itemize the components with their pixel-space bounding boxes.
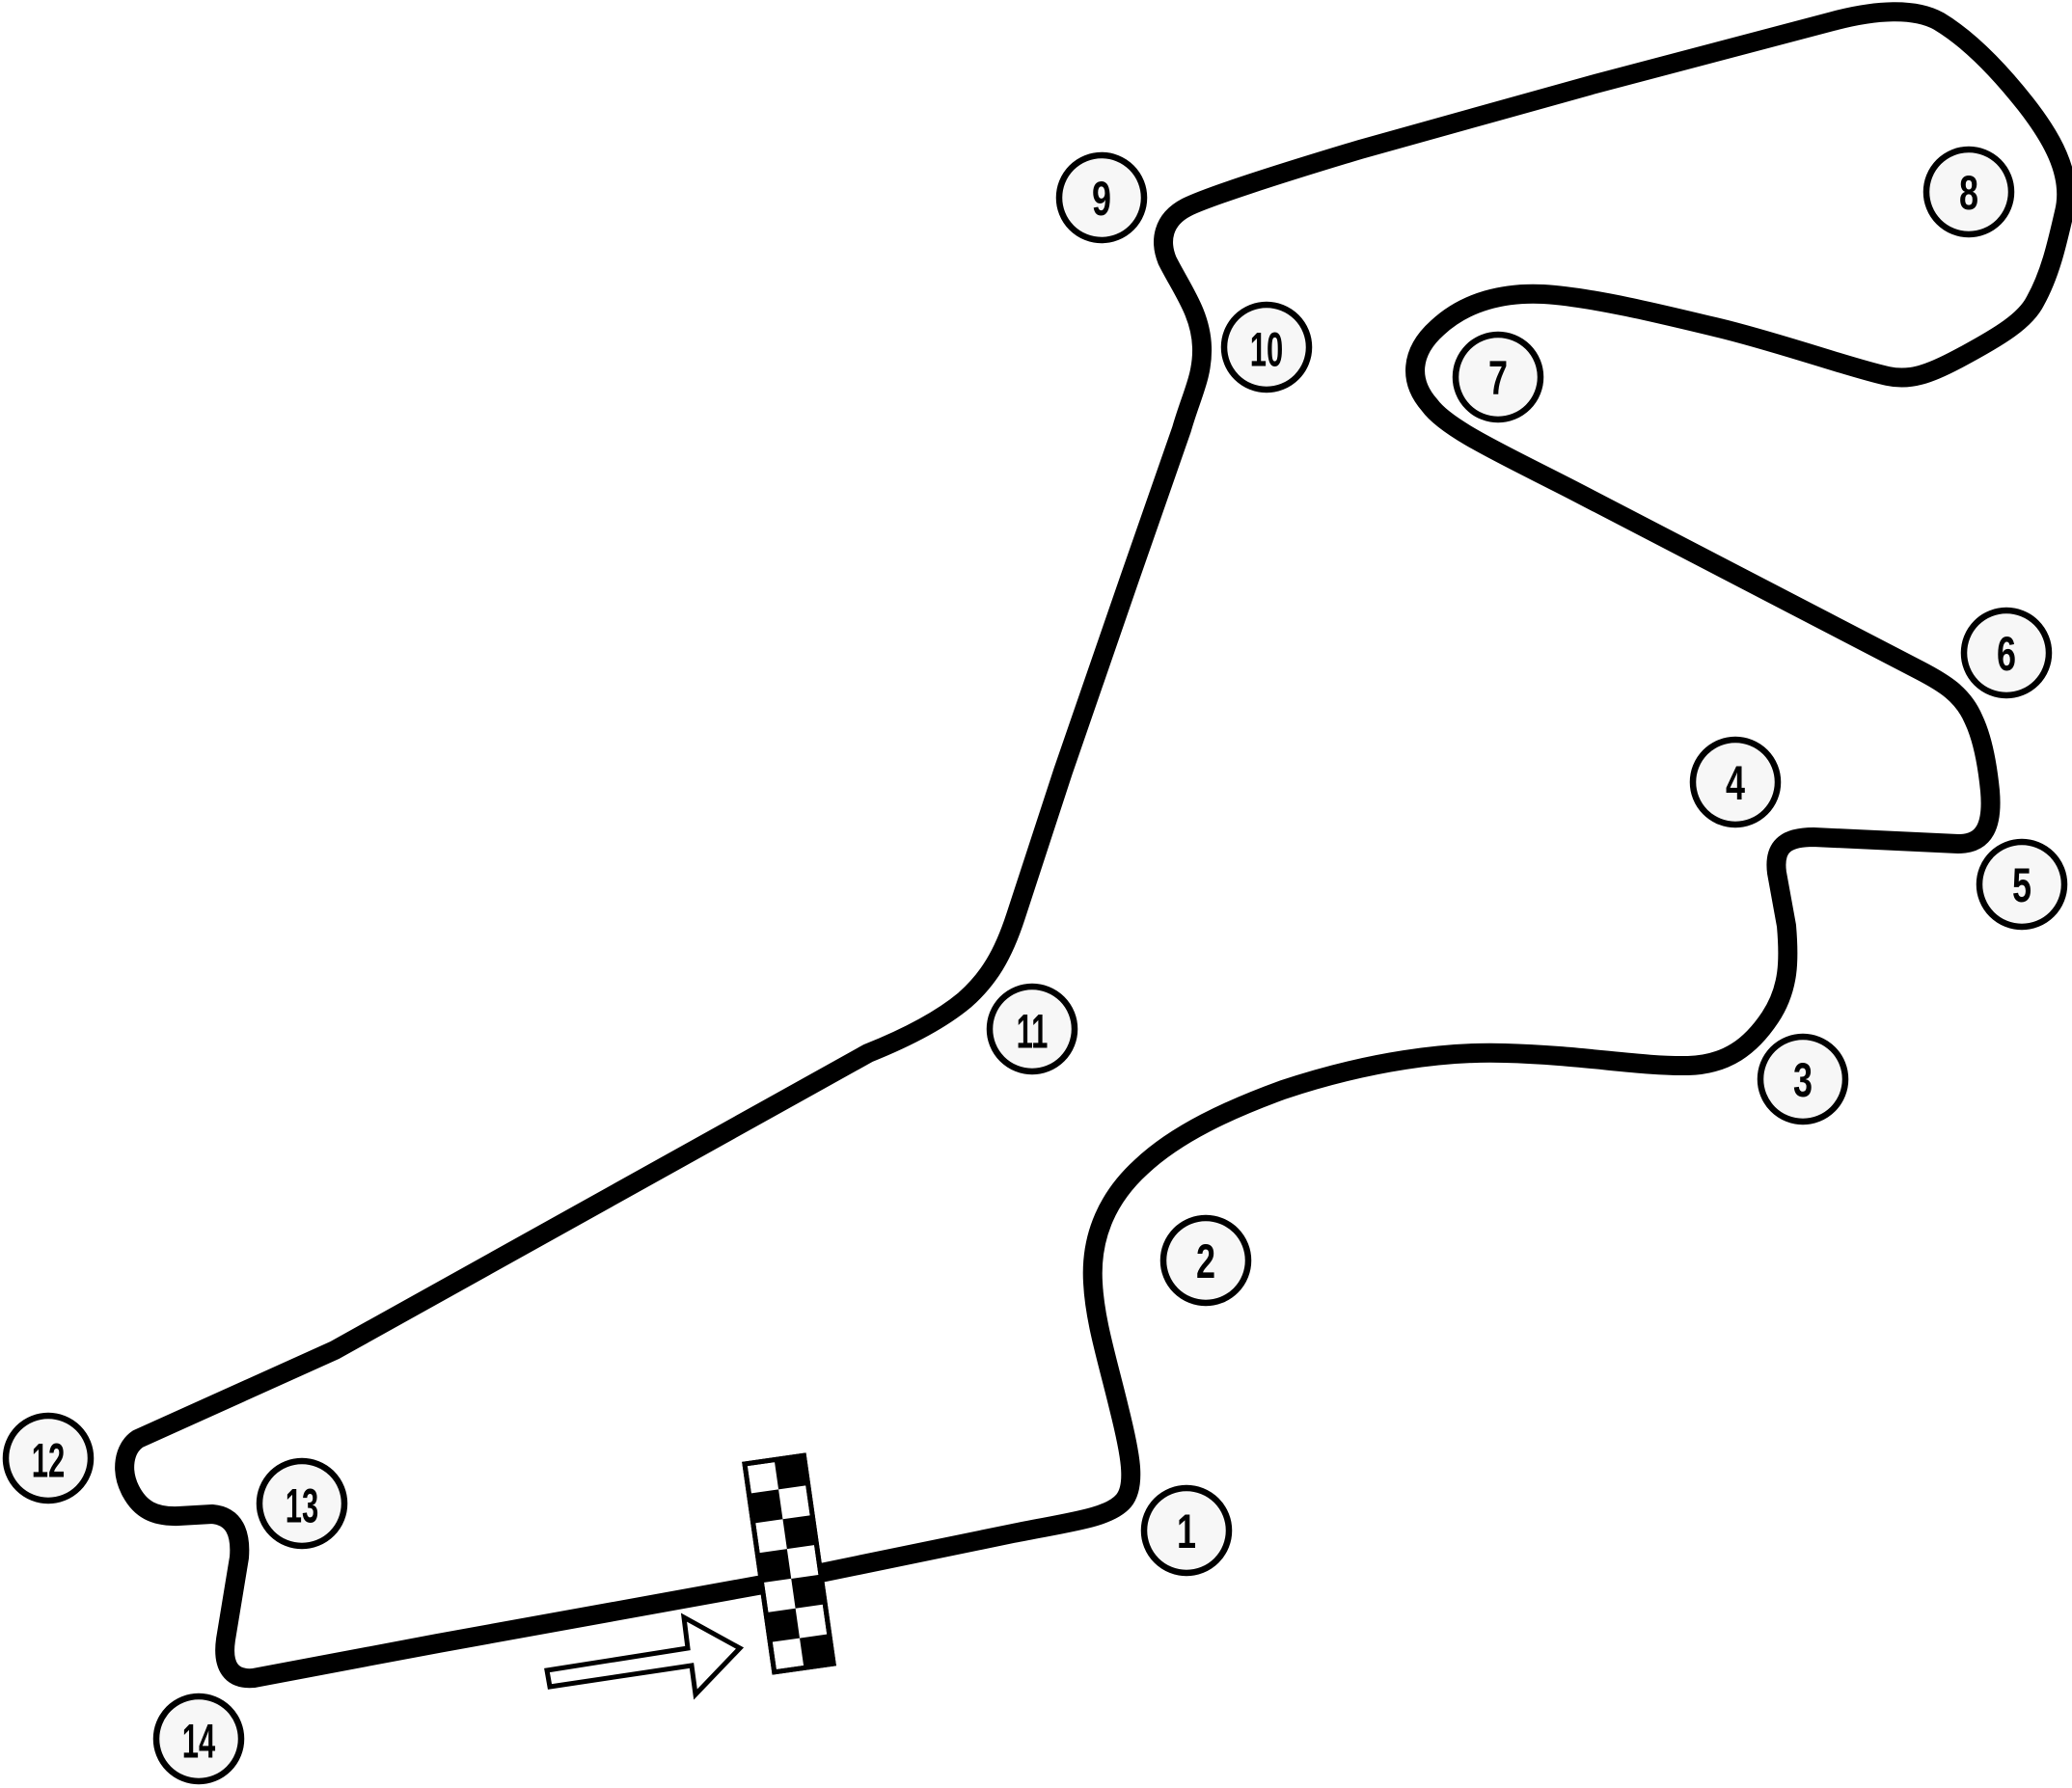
- corner-number: 3: [1793, 1054, 1813, 1107]
- corner-number: 4: [1726, 757, 1745, 810]
- corner-number: 9: [1092, 173, 1111, 226]
- corner-marker-3: 3: [1757, 1033, 1849, 1125]
- corner-marker-13: 13: [256, 1457, 348, 1550]
- corner-circle-icon: [1922, 146, 2015, 238]
- corner-circle-icon: [1452, 331, 1544, 423]
- corner-circle-icon: [1757, 1033, 1849, 1125]
- race-track: [115, 2, 2072, 1689]
- corner-marker-2: 2: [1159, 1214, 1252, 1307]
- corner-circle-icon: [986, 983, 1078, 1075]
- corner-marker-8: 8: [1922, 146, 2015, 238]
- corner-number: 6: [1997, 628, 2016, 681]
- corner-marker-6: 6: [1960, 607, 2053, 699]
- corner-marker-14: 14: [152, 1693, 245, 1785]
- corner-circle-icon: [1960, 607, 2053, 699]
- corner-circle-icon: [2, 1412, 95, 1504]
- corner-marker-1: 1: [1140, 1484, 1233, 1577]
- corner-circle-icon: [1689, 736, 1782, 828]
- corner-number: 5: [2012, 859, 2031, 912]
- corner-circle-icon: [256, 1457, 348, 1550]
- corner-number: 10: [1250, 322, 1283, 376]
- corner-circle-icon: [1159, 1214, 1252, 1307]
- corner-marker-12: 12: [2, 1412, 95, 1504]
- corner-number: 11: [1017, 1004, 1049, 1058]
- corner-number: 12: [32, 1433, 65, 1487]
- corner-marker-9: 9: [1055, 151, 1148, 244]
- corner-marker-4: 4: [1689, 736, 1782, 828]
- corner-number: 7: [1488, 352, 1508, 405]
- corner-number: 13: [286, 1478, 318, 1532]
- corner-number: 2: [1196, 1235, 1215, 1288]
- direction-arrow-icon: [544, 1612, 745, 1700]
- corner-circle-icon: [1055, 151, 1148, 244]
- corner-marker-11: 11: [986, 983, 1078, 1075]
- corner-circle-icon: [1220, 301, 1313, 393]
- corner-circle-icon: [152, 1693, 245, 1785]
- corner-marker-7: 7: [1452, 331, 1544, 423]
- corner-number: 14: [182, 1714, 215, 1768]
- corner-circle-icon: [1140, 1484, 1233, 1577]
- corner-number: 1: [1177, 1505, 1196, 1558]
- checkered-flag-icon: [742, 1452, 836, 1675]
- corner-marker-5: 5: [1976, 838, 2068, 931]
- corner-number: 8: [1959, 167, 1978, 220]
- corner-marker-10: 10: [1220, 301, 1313, 393]
- corner-circle-icon: [1976, 838, 2068, 931]
